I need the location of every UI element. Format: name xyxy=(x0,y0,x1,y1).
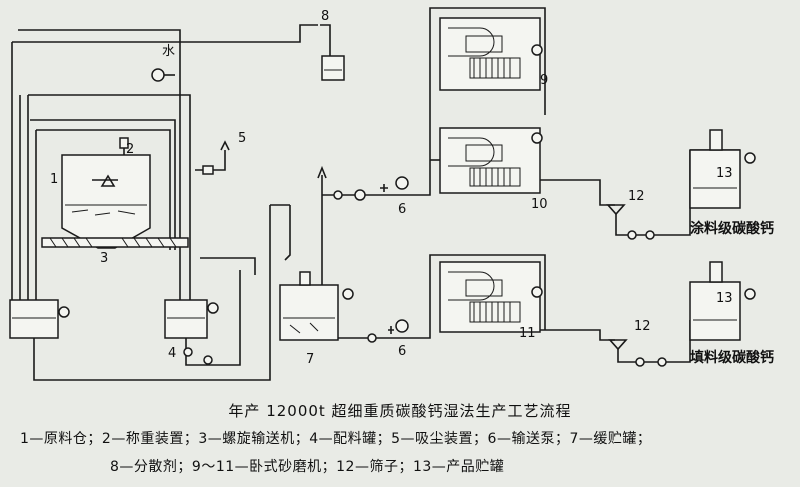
lower-transfer-line xyxy=(338,254,546,343)
dispersant-tank-8 xyxy=(321,55,345,81)
label-7: 7 xyxy=(306,352,314,367)
upper-transfer-line xyxy=(322,7,546,201)
label-9: 9 xyxy=(540,73,548,88)
screen-12-lower xyxy=(608,320,691,367)
screen-12-upper xyxy=(606,200,691,240)
label-11: 11 xyxy=(519,326,536,341)
product-filler-label: 填料级碳酸钙 xyxy=(690,349,774,366)
water-gauge xyxy=(151,68,175,82)
product-coating-label: 涂料级碳酸钙 xyxy=(690,220,774,237)
label-8: 8 xyxy=(321,9,329,24)
legend-line-1: 1—原料仓；2—称重装置；3—螺旋输送机；4—配料罐；5—吸尘装置；6—输送泵；… xyxy=(20,431,652,447)
label-3: 3 xyxy=(100,251,108,266)
raw-material-bin-1 xyxy=(61,154,151,249)
batching-return-pipes xyxy=(33,204,290,381)
legend-line-2: 8—分散剂；9～11—卧式砂磨机；12—筛子；13—产品贮罐 xyxy=(110,459,505,475)
label-10: 10 xyxy=(531,197,548,212)
label-1: 1 xyxy=(50,172,58,187)
label-12-upper: 12 xyxy=(628,189,645,204)
label-13-lower: 13 xyxy=(716,291,733,306)
weighing-device-2 xyxy=(119,137,129,155)
batching-tank-left xyxy=(9,299,70,339)
label-13-upper: 13 xyxy=(716,166,733,181)
dust-collector-5 xyxy=(195,140,230,175)
label-water: 水 xyxy=(162,44,175,59)
product-tank-13-upper xyxy=(689,129,756,209)
sand-mill-10 xyxy=(430,127,615,206)
top-pipe-network xyxy=(11,24,331,300)
label-4: 4 xyxy=(168,346,176,361)
label-6-upper: 6 xyxy=(398,202,406,217)
screw-conveyor-3 xyxy=(41,237,189,248)
label-12-lower: 12 xyxy=(634,319,651,334)
label-5: 5 xyxy=(238,131,246,146)
figure-title: 年产 12000t 超细重质碳酸钙湿法生产工艺流程 xyxy=(228,402,572,420)
batching-tank-4 xyxy=(164,299,219,339)
sand-mill-11 xyxy=(439,261,615,341)
buffer-tank-7 xyxy=(279,165,354,341)
product-tank-13-lower xyxy=(689,261,756,341)
sand-mill-9 xyxy=(439,17,543,91)
label-6-lower: 6 xyxy=(398,344,406,359)
label-2: 2 xyxy=(126,142,134,157)
